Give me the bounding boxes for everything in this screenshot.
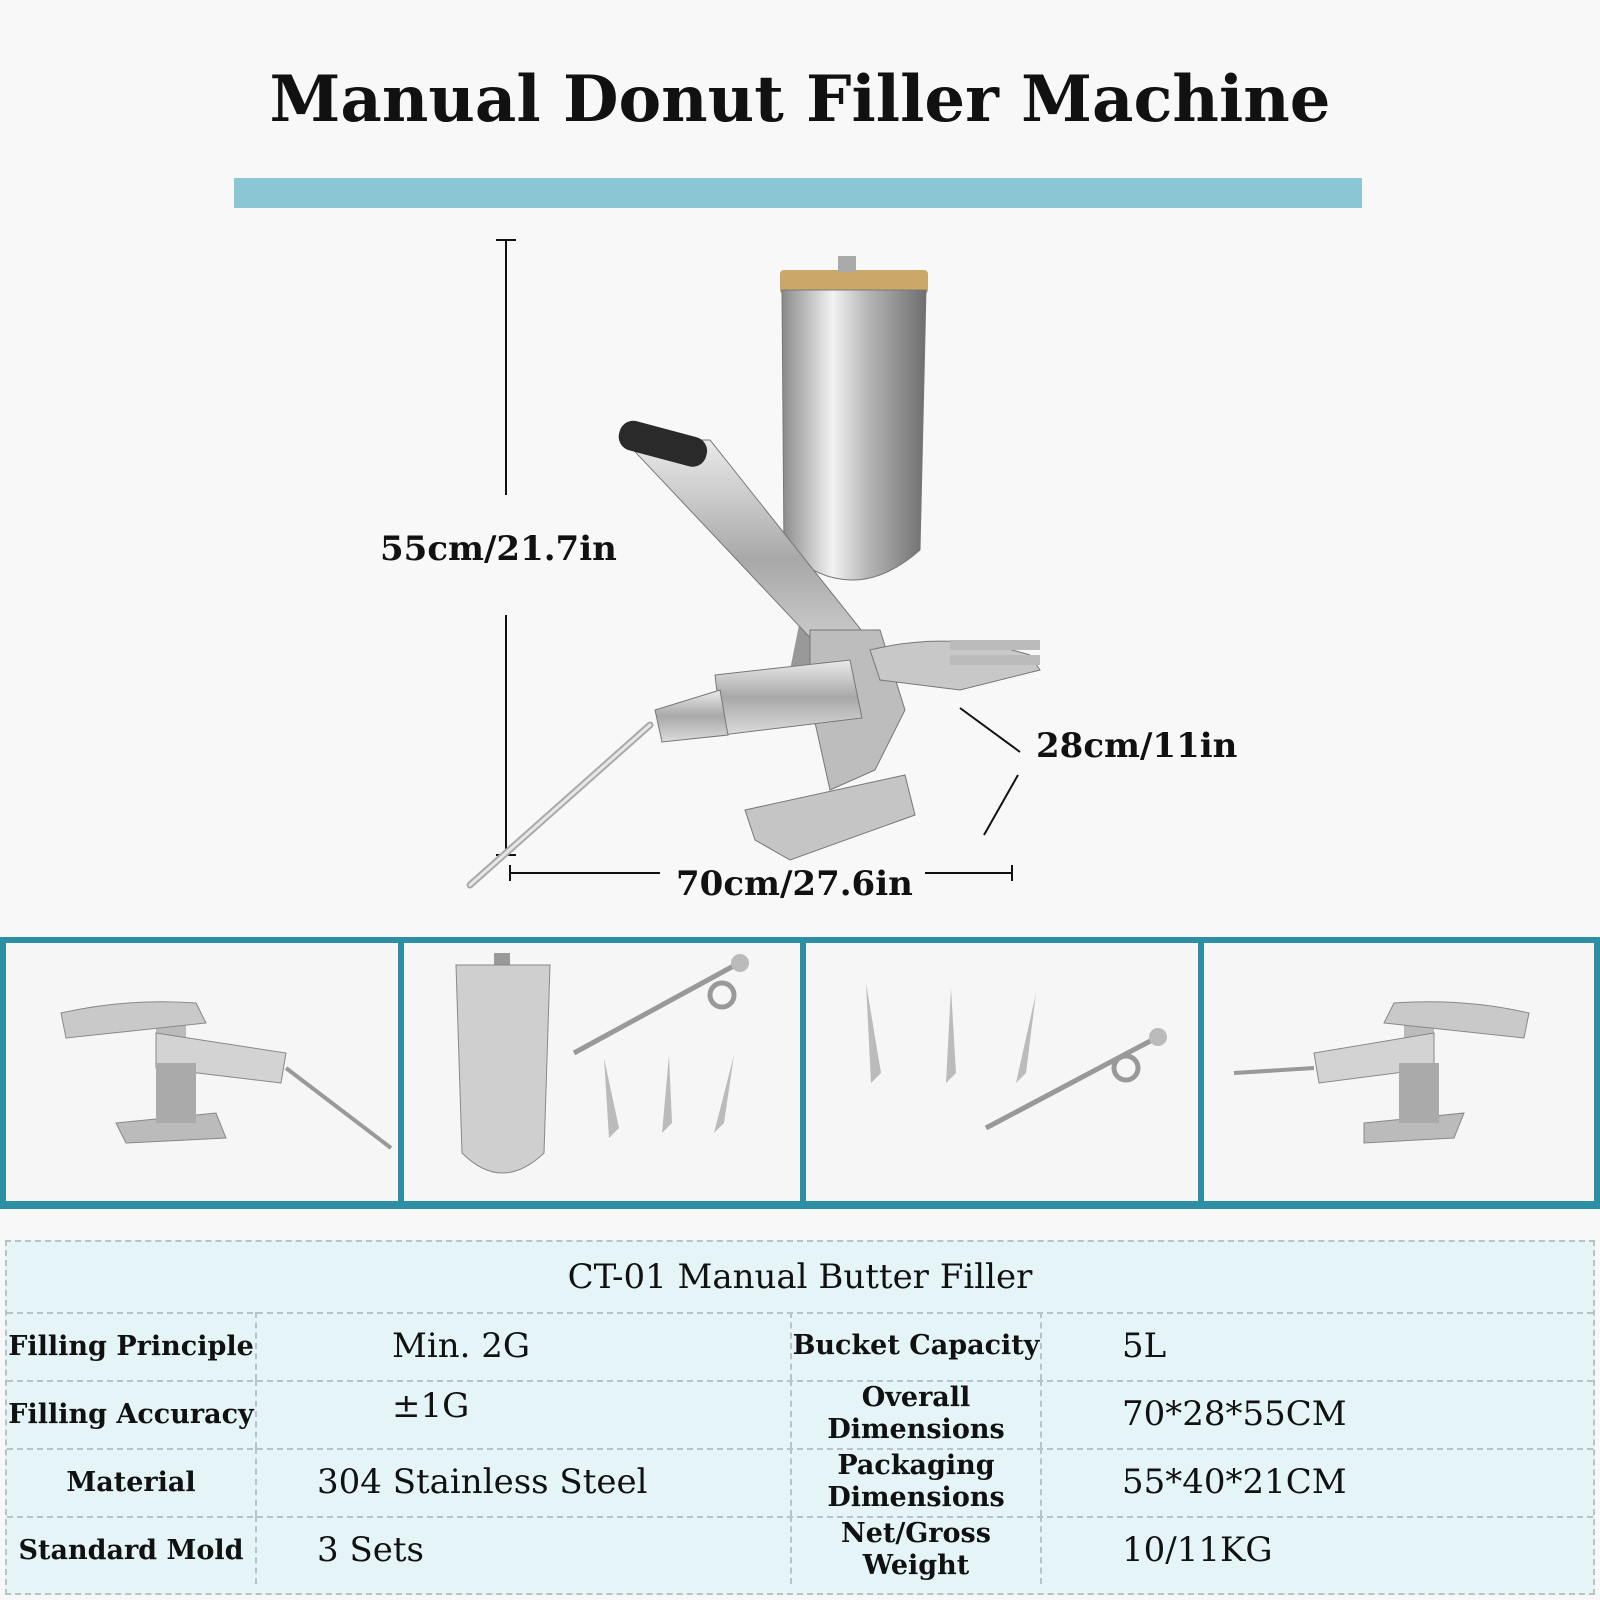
depth-dimension-line	[959, 707, 1021, 836]
width-dimension-line	[509, 865, 1013, 881]
product-hero-image: 55cm/21.7in 28cm/11in 70cm/27.6in	[0, 230, 1600, 930]
depth-label: 28cm/11in	[1036, 726, 1237, 766]
spec-table-heading: CT-01 Manual Butter Filler	[7, 1242, 1593, 1314]
spec-value: 70*28*55CM	[1122, 1394, 1347, 1434]
spec-label: Bucket Capacity	[792, 1312, 1042, 1380]
thumbnail-hopper-accessories[interactable]	[404, 943, 800, 1201]
table-row: Filling Principle Min. 2G Bucket Capacit…	[7, 1312, 1593, 1382]
spec-value: 5L	[1122, 1326, 1167, 1366]
table-row: Standard Mold 3 Sets Net/Gross Weight 10…	[7, 1516, 1593, 1584]
width-label: 70cm/27.6in	[676, 864, 913, 904]
table-row: Material 304 Stainless Steel Packaging D…	[7, 1448, 1593, 1518]
spec-value: 55*40*21CM	[1122, 1462, 1347, 1502]
spec-label: Packaging Dimensions	[792, 1448, 1042, 1516]
thumbnail-machine-mirrored[interactable]	[1204, 943, 1594, 1201]
body-frame	[466, 629, 1041, 889]
spec-table: CT-01 Manual Butter Filler Filling Princ…	[5, 1240, 1595, 1595]
spec-label: Overall Dimensions	[792, 1380, 1042, 1448]
spec-value: 304 Stainless Steel	[257, 1448, 792, 1516]
height-label: 55cm/21.7in	[380, 529, 617, 569]
spec-label: Filling Accuracy	[7, 1380, 257, 1448]
spec-value: ±1G	[257, 1380, 792, 1448]
spec-label: Standard Mold	[7, 1516, 257, 1584]
spec-value: 10/11KG	[1122, 1530, 1273, 1570]
accent-bar	[234, 178, 1362, 208]
table-row: Filling Accuracy ±1G Overall Dimensions …	[7, 1380, 1593, 1450]
spec-label: Filling Principle	[7, 1312, 257, 1380]
thumbnail-strip	[0, 937, 1600, 1209]
thumbnail-machine-side[interactable]	[6, 943, 398, 1201]
spec-label: Net/Gross Weight	[792, 1516, 1042, 1584]
spec-label: Material	[7, 1448, 257, 1516]
spec-value: Min. 2G	[257, 1312, 792, 1380]
spec-value: 3 Sets	[257, 1516, 792, 1584]
thumbnail-nozzles-rod[interactable]	[806, 943, 1198, 1201]
page-title: Manual Donut Filler Machine	[269, 62, 1331, 137]
machine-illustration: 55cm/21.7in 28cm/11in 70cm/27.6in	[380, 239, 1237, 904]
